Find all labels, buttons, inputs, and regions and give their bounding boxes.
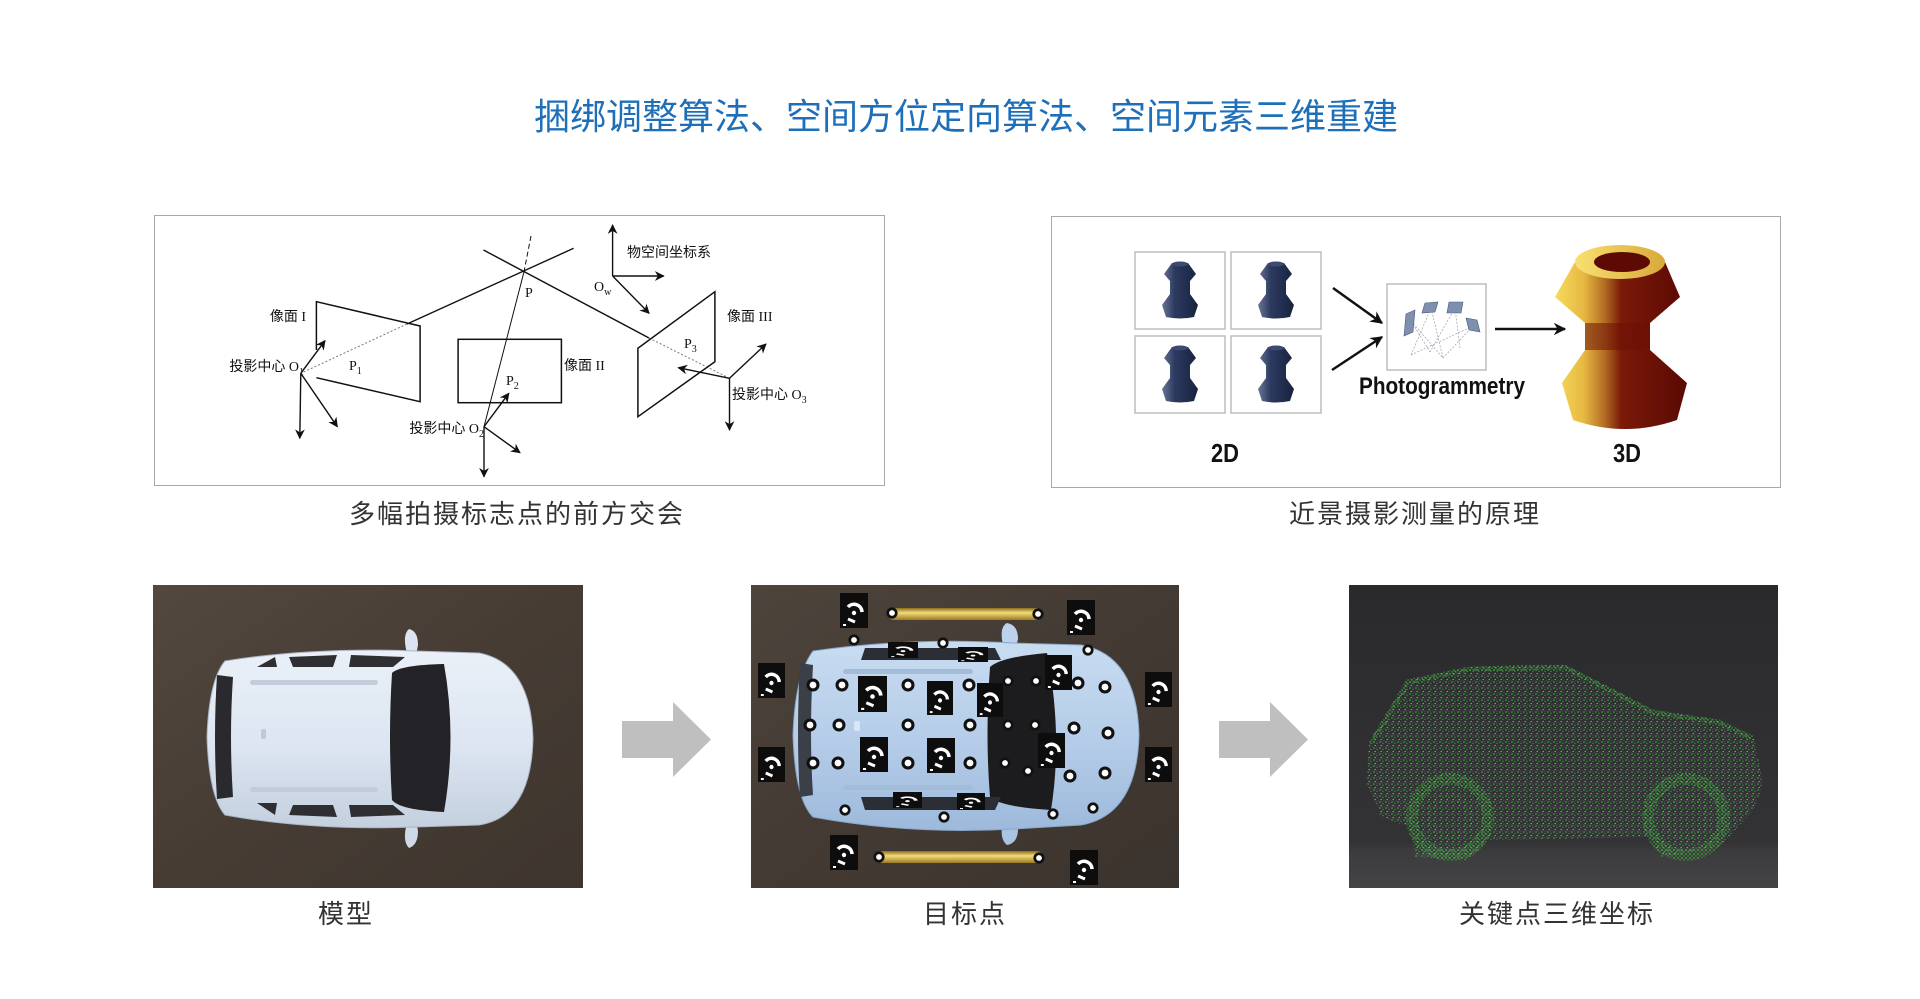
forward-intersection-diagram: 物空间坐标系 Ow P 像面 I P1 投影中心 O1 像面 II P2 投影中… <box>154 215 885 486</box>
step-image-targets <box>751 585 1179 888</box>
projection-center-3-label: 投影中心 O3 <box>732 387 807 406</box>
point-p1-label: P1 <box>349 359 362 377</box>
photogrammetry-caption: 近景摄影测量的原理 <box>1288 500 1541 530</box>
object-space-label: 物空间坐标系 <box>627 245 711 261</box>
projection-center-1-label: 投影中心 O1 <box>229 359 304 378</box>
world-origin-label: Ow <box>594 280 612 298</box>
point-p2-label: P2 <box>506 374 519 392</box>
photogrammetry-principle-diagram: Photogrammetry 2D 3D <box>1051 216 1781 488</box>
photogrammetry-sketch <box>1386 283 1487 371</box>
process-label: Photogrammetry <box>1359 373 1526 400</box>
scale-bars <box>877 608 1043 863</box>
right-arrow-icon <box>1219 702 1308 777</box>
point-cloud-car <box>1367 664 1763 861</box>
step-image-model <box>153 585 583 888</box>
step-caption-model: 模型 <box>317 900 374 930</box>
intersection-figure: 物空间坐标系 Ow P 像面 I P1 投影中心 O1 像面 II P2 投影中… <box>229 224 807 478</box>
view-thumbnail <box>1230 335 1322 414</box>
car-point-cloud-image <box>1349 585 1778 888</box>
view-thumbnail <box>1230 251 1322 330</box>
image-plane-3 <box>637 290 716 419</box>
step-caption-point-cloud: 关键点三维坐标 <box>1458 900 1655 930</box>
image-plane-2 <box>457 338 563 404</box>
output-3d-label: 3D <box>1613 438 1641 468</box>
projection-rays <box>300 235 730 427</box>
car-top-view <box>206 629 534 848</box>
flow-arrows <box>1331 286 1567 372</box>
image-planes <box>315 290 716 419</box>
point-p-label: P <box>525 286 533 301</box>
point-p3-label: P3 <box>684 337 697 355</box>
car-targets-image <box>751 585 1179 888</box>
view-thumbnail <box>1134 251 1226 330</box>
axis-arrows <box>295 224 767 478</box>
input-views-2d <box>1134 251 1322 414</box>
image-plane-1 <box>315 300 421 403</box>
photogrammetry-figure: Photogrammetry 2D 3D <box>1134 245 1687 468</box>
view-thumbnail <box>1134 335 1226 414</box>
page-title: 捆绑调整算法、空间方位定向算法、空间元素三维重建 <box>533 97 1398 138</box>
step-caption-targets: 目标点 <box>922 900 1007 930</box>
intersection-caption: 多幅拍摄标志点的前方交会 <box>348 500 685 530</box>
right-arrow-icon <box>622 702 711 777</box>
car-model-image <box>153 585 583 888</box>
reconstructed-3d-object <box>1555 245 1687 429</box>
projection-center-2-label: 投影中心 O2 <box>409 421 484 440</box>
image-plane-1-label: 像面 I <box>270 309 306 325</box>
step-image-point-cloud <box>1349 585 1778 888</box>
input-2d-label: 2D <box>1211 438 1239 468</box>
image-plane-3-label: 像面 III <box>727 309 773 325</box>
image-plane-2-label: 像面 II <box>564 358 605 374</box>
